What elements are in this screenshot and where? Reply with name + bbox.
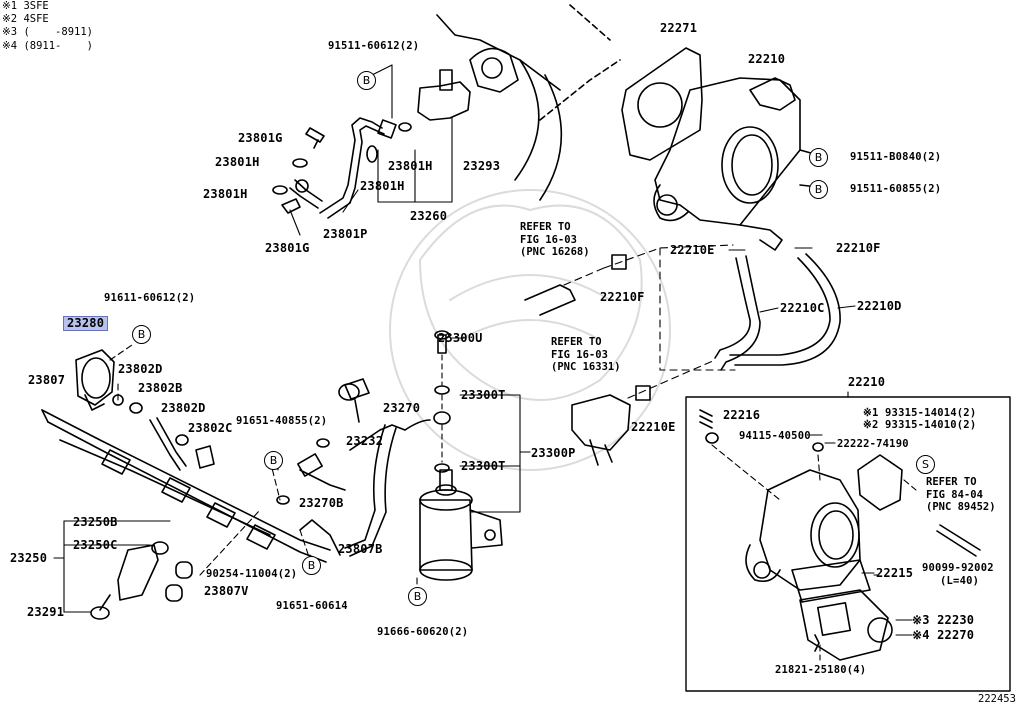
part-label-23232[interactable]: 23232 xyxy=(346,434,384,448)
part-label-23250[interactable]: 23250 xyxy=(10,551,48,565)
hose-22210D xyxy=(729,253,841,366)
part-label-93315-14010[interactable]: ※2 93315-14010(2) xyxy=(863,419,977,431)
part-label-90254-11004[interactable]: 90254-11004(2) xyxy=(206,568,298,580)
part-label-91611-60612[interactable]: 91611-60612(2) xyxy=(104,292,196,304)
part-label-91651-60614[interactable]: 91651-60614 xyxy=(276,600,348,612)
fuel-hose-23807B xyxy=(276,419,431,557)
diagram-id: 222453 xyxy=(978,693,1016,705)
part-label-23802c[interactable]: 23802C xyxy=(188,421,233,435)
part-label-91511-60612[interactable]: 91511-60612(2) xyxy=(328,40,420,52)
legend-note-3: ※3 ( -8911) xyxy=(2,26,93,38)
fuel-injector xyxy=(90,541,193,620)
part-label-23801h[interactable]: 23801H xyxy=(215,155,260,169)
part-label-23250b[interactable]: 23250B xyxy=(73,515,118,529)
part-label-91651-40855[interactable]: 91651-40855(2) xyxy=(236,415,328,427)
part-label-91511-b0840[interactable]: 91511-B0840(2) xyxy=(850,151,942,163)
part-label-23801p[interactable]: 23801P xyxy=(323,227,368,241)
part-label-23801h[interactable]: 23801H xyxy=(388,159,433,173)
bolt-b-circle: B xyxy=(357,71,376,90)
pulsation-damper-23293 xyxy=(417,47,519,121)
watermark-logo xyxy=(389,189,671,471)
part-label-21821-25180[interactable]: 21821-25180(4) xyxy=(775,664,867,676)
part-label-22222-74190[interactable]: 22222-74190 xyxy=(837,438,909,450)
part-label-23300t[interactable]: 23300T xyxy=(461,459,506,473)
bolt-b-circle: B xyxy=(408,587,427,606)
part-label-22210[interactable]: 22210 xyxy=(748,52,786,66)
part-label-23801g[interactable]: 23801G xyxy=(265,241,310,255)
part-label-90099-92002[interactable]: 90099-92002 xyxy=(922,562,994,574)
part-label-23260[interactable]: 23260 xyxy=(410,209,448,223)
part-label-length-note: (L=40) xyxy=(940,575,980,587)
part-ref-16331 xyxy=(571,385,651,466)
bolt-b-circle: B xyxy=(809,148,828,167)
part-label-94115-40500[interactable]: 94115-40500 xyxy=(739,430,811,442)
bolt-b-circle: B xyxy=(132,325,151,344)
fuel-filter-23300 xyxy=(419,469,503,581)
part-label-22210e[interactable]: 22210E xyxy=(631,420,676,434)
manifold-outline xyxy=(436,4,621,201)
part-label-23293[interactable]: 23293 xyxy=(463,159,501,173)
small-fasteners-23801 xyxy=(272,122,412,214)
part-label-22271[interactable]: 22271 xyxy=(660,21,698,35)
part-label-23802b[interactable]: 23802B xyxy=(138,381,183,395)
hose-22210C xyxy=(714,255,761,371)
part-label-23300t[interactable]: 23300T xyxy=(461,388,506,402)
part-label-23291[interactable]: 23291 xyxy=(27,605,65,619)
part-label-22210d[interactable]: 22210D xyxy=(857,299,902,313)
legend-note-4: ※4 (8911- ) xyxy=(2,40,93,52)
legend-note-1: ※1 3SFE xyxy=(2,0,49,12)
part-label-91511-60855[interactable]: 91511-60855(2) xyxy=(850,183,942,195)
throttle-body-detail xyxy=(745,454,981,661)
part-label-23802d[interactable]: 23802D xyxy=(118,362,163,376)
part-label-23300p[interactable]: 23300P xyxy=(531,446,576,460)
bolt-b-circle: B xyxy=(302,556,321,575)
part-label-22215[interactable]: 22215 xyxy=(876,566,914,580)
box-label-22210[interactable]: 22210 xyxy=(848,375,886,389)
fuel-delivery-pipe-23807 xyxy=(41,409,341,563)
part-label-22210f[interactable]: 22210F xyxy=(600,290,645,304)
part-label-23270[interactable]: 23270 xyxy=(383,401,421,415)
part-label-23300u[interactable]: 23300U xyxy=(438,331,483,345)
bolt-b-circle: B xyxy=(264,451,283,470)
bolt-b-circle: B xyxy=(809,180,828,199)
part-label-22230[interactable]: ※3 22230 xyxy=(912,613,975,627)
pressure-regulator-23280 xyxy=(75,349,115,411)
part-label-23250c[interactable]: 23250C xyxy=(73,538,118,552)
part-label-91666-60620[interactable]: 91666-60620(2) xyxy=(377,626,469,638)
part-label-23807[interactable]: 23807 xyxy=(28,373,66,387)
part-label-23280-highlighted[interactable]: 23280 xyxy=(63,316,109,331)
hose-ref-16268 xyxy=(524,254,627,316)
part-label-93315-14014[interactable]: ※1 93315-14014(2) xyxy=(863,407,977,419)
reference-fig-16-03-16331[interactable]: REFER TO FIG 16-03 (PNC 16331) xyxy=(551,336,621,373)
part-label-22210f[interactable]: 22210F xyxy=(836,241,881,255)
reference-fig-84-04-89452[interactable]: REFER TO FIG 84-04 (PNC 89452) xyxy=(926,476,996,513)
throttle-body-top-22210 xyxy=(621,47,819,251)
part-label-23802d[interactable]: 23802D xyxy=(161,401,206,415)
part-label-23801h[interactable]: 23801H xyxy=(203,187,248,201)
union-23270 xyxy=(338,378,370,423)
part-label-22210c[interactable]: 22210C xyxy=(780,301,825,315)
filter-bolts xyxy=(433,330,451,473)
part-label-23801g[interactable]: 23801G xyxy=(238,131,283,145)
part-label-22216[interactable]: 22216 xyxy=(723,408,761,422)
part-label-22270[interactable]: ※4 22270 xyxy=(912,628,975,642)
seal-s-circle: S xyxy=(916,455,935,474)
part-label-23807b[interactable]: 23807B xyxy=(338,542,383,556)
reference-fig-16-03-16268[interactable]: REFER TO FIG 16-03 (PNC 16268) xyxy=(520,221,590,258)
part-label-23807v[interactable]: 23807V xyxy=(204,584,249,598)
part-label-23270b[interactable]: 23270B xyxy=(299,496,344,510)
part-label-22210e[interactable]: 22210E xyxy=(670,243,715,257)
box-small-parts xyxy=(699,409,824,652)
legend-note-2: ※2 4SFE xyxy=(2,13,49,25)
part-label-23801h[interactable]: 23801H xyxy=(360,179,405,193)
